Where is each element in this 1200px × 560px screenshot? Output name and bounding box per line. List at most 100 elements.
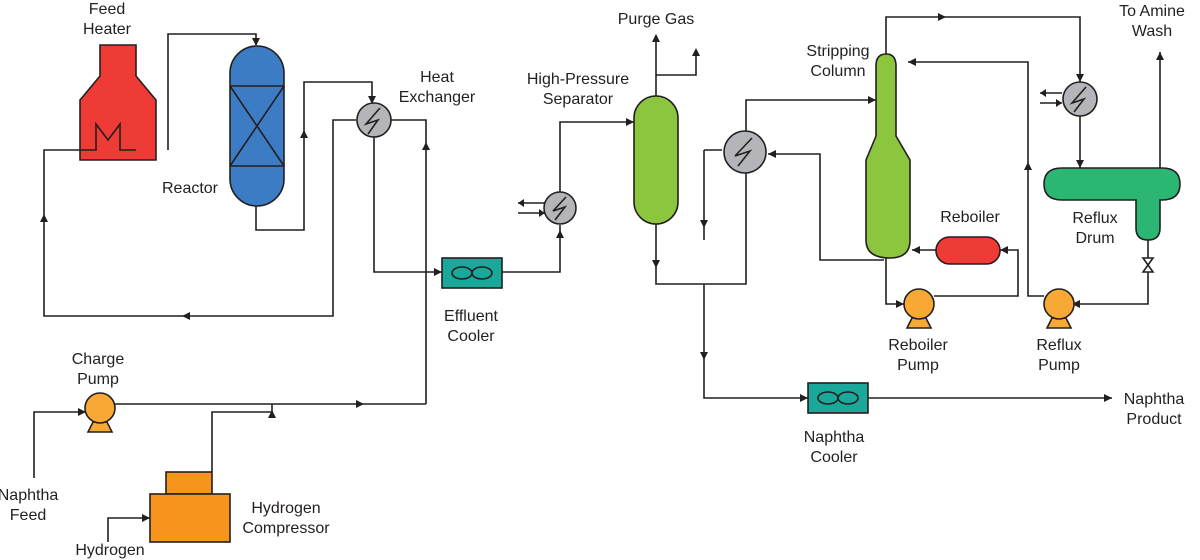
arrow-loop-left [182, 312, 190, 320]
hydrogen-feed-line [107, 517, 150, 542]
label-charge-pump-line-2: Pump [77, 371, 119, 388]
reboiler[interactable] [935, 236, 1001, 265]
separator-exchanger[interactable] [543, 191, 577, 225]
cooler-to-exchanger-line [502, 225, 561, 273]
column-overhead-line [885, 16, 1081, 82]
arrow-cooler-out [556, 230, 564, 238]
label-reactor: Reactor [162, 180, 219, 197]
to-naphtha-cooler-line [703, 284, 808, 399]
exchanger2-to-column-line [768, 153, 884, 261]
label-stripping-column-line-1: Stripping [806, 43, 869, 60]
charge-pump[interactable] [84, 392, 116, 433]
label-feed-heater-line-2: Heater [83, 21, 132, 38]
arrow-to-drum [1076, 160, 1084, 168]
arrow-exchanger-up [300, 130, 308, 138]
label-naphtha-product-line-1: Naphtha [1124, 391, 1185, 408]
label-naphtha-feed-line-2: Feed [10, 507, 46, 524]
reflux-valve[interactable] [1141, 257, 1155, 273]
label-naphtha-product-line-2: Product [1126, 411, 1182, 428]
hydrogen-compressor-top [165, 471, 213, 495]
arrow-reflux-pump-in [1072, 300, 1080, 308]
charge-pump-casing [84, 392, 116, 424]
arrow-cw-in [518, 199, 524, 207]
compressor-discharge-line [211, 404, 273, 472]
arrow-reboiler-in [1000, 246, 1008, 254]
reflux-pump-casing [1043, 288, 1075, 320]
label-reflux-pump-line-2: Pump [1038, 357, 1080, 374]
overhead-condenser[interactable] [1062, 81, 1098, 117]
hydrogen-compressor-body [149, 493, 231, 543]
label-naphtha-cooler-line-2: Cooler [810, 449, 858, 466]
label-reboiler: Reboiler [940, 209, 1000, 226]
label-to-amine-wash-line-1: To Amine [1119, 3, 1185, 20]
reflux-pump[interactable] [1043, 288, 1075, 329]
arrow-up-right [422, 142, 430, 150]
purge-gas-branch [656, 50, 697, 76]
reflux-drum-vessel [1043, 167, 1181, 241]
reflux-return-line [908, 61, 1044, 297]
arrow-overhead [938, 13, 946, 21]
label-effluent-cooler-line-1: Effluent [444, 308, 499, 325]
label-hp-separator-line-2: Separator [543, 91, 614, 108]
hp-separator[interactable] [633, 95, 679, 225]
feed-effluent-exchanger[interactable] [723, 130, 767, 174]
label-effluent-cooler-line-2: Cooler [447, 328, 495, 345]
label-to-amine-wash-line-2: Wash [1132, 23, 1172, 40]
arrow-naphtha-product [1104, 394, 1112, 402]
naphtha-cooler[interactable] [807, 382, 869, 414]
label-heat-exchanger-line-2: Exchanger [399, 89, 476, 106]
feed-effluent-exchanger-zigzag [734, 137, 753, 167]
effluent-cooler[interactable] [441, 257, 503, 289]
overhead-condenser-shell [1062, 81, 1098, 117]
heat-exchanger[interactable] [356, 102, 392, 138]
separator-bottom-line [655, 99, 876, 285]
reactor[interactable] [229, 45, 285, 207]
arrow-reflux-to-column [908, 58, 916, 66]
arrow-cw-out [539, 209, 545, 217]
label-hp-separator-line-1: High-Pressure [527, 71, 629, 88]
hydrogen-compressor[interactable] [149, 471, 231, 543]
label-reboiler-pump-line-2: Pump [897, 357, 939, 374]
label-reactor-line-1: Reactor [162, 180, 219, 197]
label-purge-gas: Purge Gas [618, 11, 694, 28]
separator-exchanger-zigzag [552, 196, 568, 221]
exchanger2-feed-line [703, 149, 722, 240]
heat-exchanger-zigzag [363, 107, 381, 135]
exchanger-to-heater-loop [390, 119, 427, 404]
arrow-to-condenser [1076, 74, 1084, 82]
arrow-charge-discharge [356, 400, 364, 408]
reboiler-pump-to-reboiler [934, 249, 1019, 297]
feed-heater[interactable] [79, 44, 157, 161]
feed-heater-coil [80, 121, 136, 151]
label-naphtha-cooler-line-1: Naphtha [804, 429, 865, 446]
arrow-heater-to-reactor [252, 38, 260, 46]
label-reflux-pump-line-1: Reflux [1036, 337, 1081, 354]
label-hydrogen-line-1: Hydrogen [75, 542, 144, 559]
arrow-reboiler-pump-in [896, 300, 904, 308]
label-purge-gas-line-1: Purge Gas [618, 11, 694, 28]
reboiler-pump[interactable] [903, 288, 935, 329]
arrow-condenser-cw-in [1040, 89, 1046, 97]
exchanger-to-cooler-line [373, 136, 442, 273]
effluent-cooler-fan-right [471, 266, 493, 280]
label-reboiler-line-1: Reboiler [940, 209, 1000, 226]
reflux-drum[interactable] [1043, 167, 1181, 241]
reboiler-body [935, 236, 1001, 265]
arrow-exchanger2-down [700, 220, 708, 228]
label-hydrogen: Hydrogen [75, 542, 144, 559]
flow-arrows [40, 13, 1164, 522]
arrow-to-column [868, 96, 876, 104]
column-to-reboiler-pump [885, 258, 904, 305]
arrow-to-separator [626, 118, 634, 126]
stripping-column[interactable] [865, 53, 911, 259]
